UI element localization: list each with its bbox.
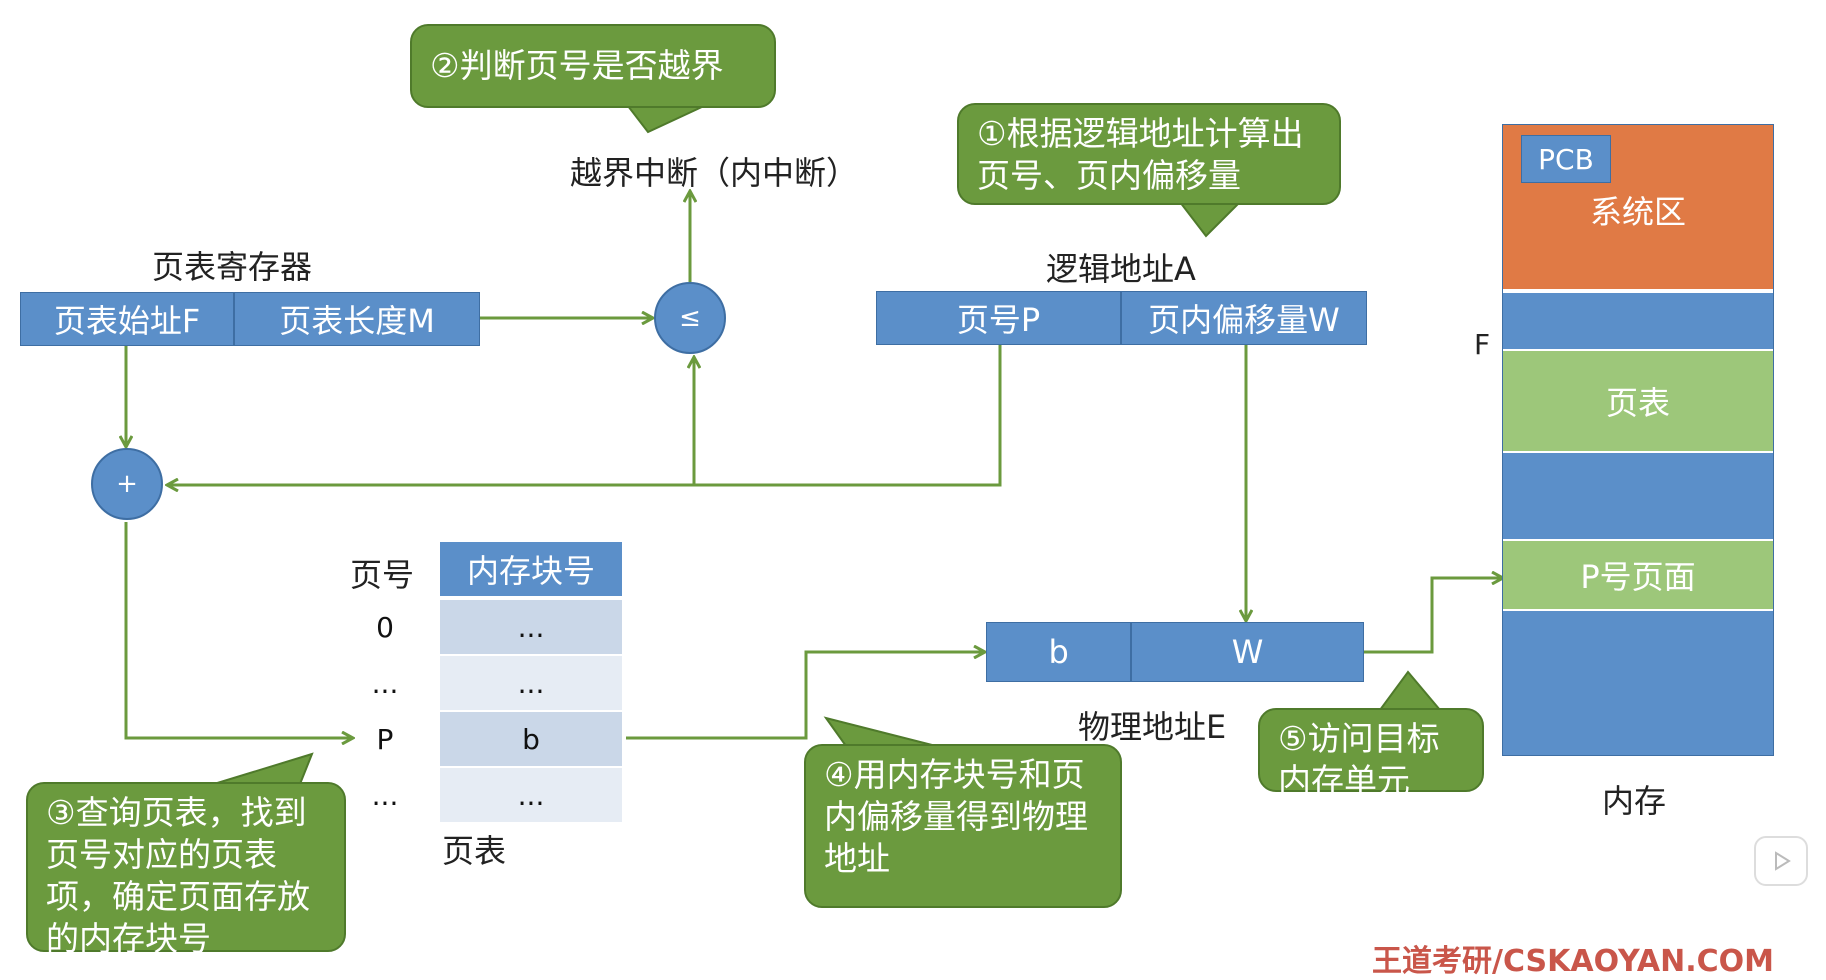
logical-address-box: 页号P 页内偏移量W [876,291,1367,345]
memory-column: PCB 系统区 页表 P号页面 [1502,124,1774,756]
page-table-label: 页表 [442,832,507,870]
compare-operator: ≤ [654,282,726,354]
logical-offset-cell: 页内偏移量W [1122,292,1366,344]
page-table-row-1-page: ... [371,666,399,700]
callout-tail-step1 [1177,201,1243,238]
page-table-row-1-block: ... [440,656,622,710]
f-marker: F [1474,328,1491,361]
page-table-row-2-page: P [376,722,394,756]
callout-tail-step5 [1378,670,1443,711]
pcb-box: PCB [1521,135,1611,183]
arrow-adder-to-table [124,522,352,738]
page-table-row-3-page: ... [371,778,399,812]
arrow-page-to-adder [168,345,1002,485]
play-icon [1775,851,1791,871]
callout-step4: ④用内存块号和页内偏移量得到物理地址 [804,744,1122,908]
arrow-block-to-physical [626,652,984,740]
physical-block-cell: b [987,623,1133,681]
callout-tail-step2 [625,105,705,134]
memory-label: 内存 [1602,782,1667,820]
memory-block-2 [1503,453,1773,539]
arrow-physical-to-memory [1364,578,1502,654]
logical-page-cell: 页号P [877,292,1122,344]
callout-step5: ⑤访问目标内存单元 [1258,708,1484,800]
watermark: 王道考研/CSKAOYAN.COM [1372,944,1774,979]
physical-address-box: b W [986,622,1364,682]
memory-system-area: PCB 系统区 [1503,125,1773,291]
page-table-register-label: 页表寄存器 [152,248,313,286]
physical-address-label: 物理地址E [1078,708,1227,746]
page-table-header-block: 内存块号 [440,542,622,596]
logical-address-label: 逻辑地址A [1046,250,1196,288]
memory-block-3 [1503,611,1773,755]
callout-step2: ②判断页号是否越界 [410,24,776,108]
callout-tail-step4 [823,716,937,747]
system-area-label: 系统区 [1589,193,1686,231]
page-table-header-page: 页号 [350,556,415,594]
play-button[interactable] [1754,836,1808,886]
page-table-register: 页表始址F 页表长度M [20,292,480,346]
page-table-row-0-page: 0 [376,610,394,644]
physical-offset-cell: W [1132,623,1363,681]
callout-tail-step3 [213,752,314,785]
callout-step3: ③查询页表，找到页号对应的页表项，确定页面存放的内存块号 [26,782,346,958]
memory-block-1 [1503,293,1773,349]
callout-step1: ①根据逻辑地址计算出页号、页内偏移量 [957,103,1341,205]
register-length-cell: 页表长度M [235,293,479,345]
out-of-bounds-interrupt-label: 越界中断（内中断） [570,154,859,192]
page-table-row-3-block: ... [440,768,622,822]
page-table-row-2-block: b [440,712,622,766]
page-table-row-0-block: ... [440,600,622,654]
register-start-cell: 页表始址F [21,293,236,345]
memory-p-page-block: P号页面 [1503,541,1773,609]
add-operator: + [91,448,163,520]
memory-page-table-block: 页表 [1503,351,1773,451]
